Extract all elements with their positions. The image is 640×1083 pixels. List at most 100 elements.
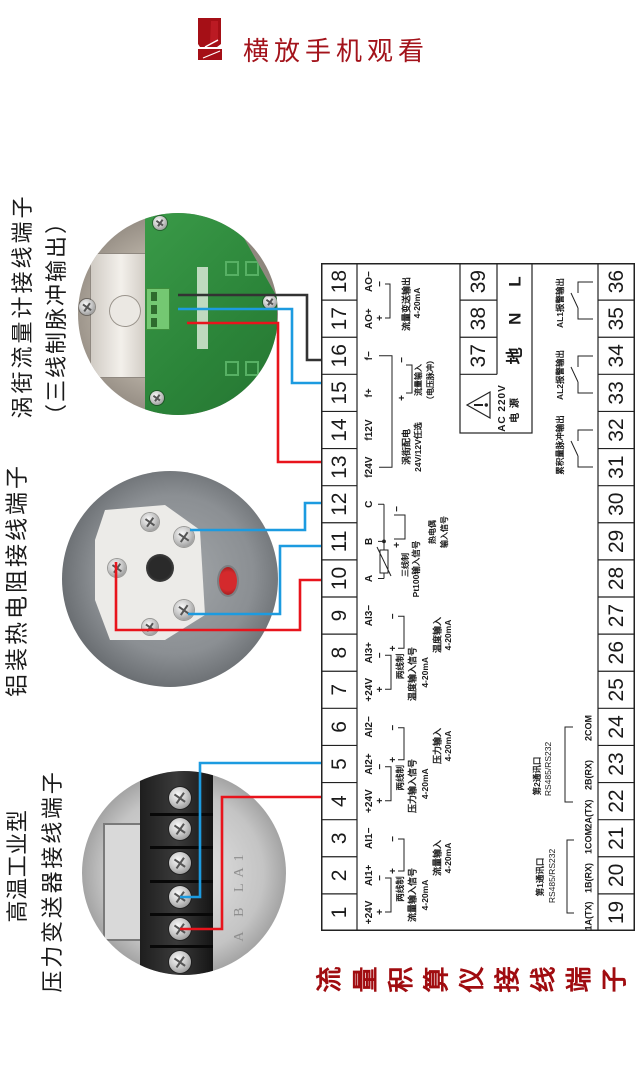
diagram-title: 流量积算仪接线端子 [315,967,637,996]
screw-icon [174,527,194,547]
terminal-15: 15 [327,381,351,405]
terminal-16: 16 [327,344,351,368]
terminal-20: 20 [605,863,628,888]
terminal-32: 32 [605,418,628,442]
terminal-grid-lines [321,263,635,931]
ai3-wiring: 两线制 [394,653,405,680]
power-caption: 电 源 [510,397,521,423]
comm-label-2a: 2A(TX) [583,799,594,829]
warning-triangle-icon [465,390,491,420]
terminal-36: 36 [605,269,628,294]
terminal-11: 11 [327,530,351,553]
pcb-label-strip [197,267,208,349]
terminal-label: f24V [364,456,375,478]
screw-icon [142,619,158,635]
pulse-input-label-1: 流量输入 [414,364,423,396]
ao-label-2: 4-20mA [411,287,422,319]
terminal-label: f12V [364,419,375,441]
power-voltage: AC 220V [497,384,508,432]
screw-icon [169,818,191,840]
embossed-label: A B LA1 [232,848,247,942]
pressure-transmitter-photo: A B LA1 [82,771,286,975]
ai2-input: 压力输入 [432,727,443,765]
terminal-7: 7 [327,683,351,696]
terminal-label: f+ [364,388,375,398]
terminal-24: 24 [605,715,628,739]
ao-bracket [385,283,391,319]
power-label-neutral: N [505,312,525,325]
terminal-4: 4 [327,795,351,807]
terminal-13: 13 [327,455,351,479]
polarity-minus: − [397,357,408,363]
pcb-board [145,213,277,415]
comm2-bracket [564,726,573,803]
terminal-label: B [364,537,375,545]
comm-label-1com: 1COM [583,827,594,855]
ai3-signal: 温度输入信号 [407,646,418,702]
polarity-plus: + [375,686,386,693]
pressure-caption-line2: 压力变送器接线端子 [40,769,65,993]
screw-icon [79,299,95,315]
ai3-input-range: 4-20mA [442,619,453,651]
screw-icon [150,391,164,405]
terminal-22: 22 [605,789,628,813]
comm1-bracket [566,839,574,914]
terminal-29: 29 [605,529,628,554]
terminal-28: 28 [605,566,628,591]
terminal-block-diagram: 1 2 3 4 5 6 7 8 9 10 11 12 13 14 15 16 1… [321,263,635,931]
comm-label-2b: 2B(RX) [583,759,594,791]
terminal-23: 23 [605,752,628,776]
polarity-minus: − [392,506,403,512]
terminal-12: 12 [327,492,351,516]
vortex-flowmeter-photo [78,213,278,415]
polarity-minus: − [375,763,386,770]
ground-symbol-nut [109,295,141,327]
rtd-caption-title: 铝装热电阻接线端子 [3,463,30,697]
terminal-30: 30 [605,492,628,516]
terminal-5: 5 [327,758,351,770]
connector-recess [103,823,143,941]
rtd-wiring: 三线制 [401,553,410,577]
terminal-row-bottom: 19 20 21 22 23 24 25 26 27 28 29 30 31 3… [598,263,635,931]
ai1-input: 流量输入 [432,839,443,877]
relay-label-al2: AL2报警输出 [554,349,565,401]
screw-icon [169,787,191,809]
terminal-connector [146,288,170,330]
red-indicator-window [219,567,237,595]
terminal-1: 1 [327,906,351,919]
terminal-25: 25 [605,678,628,702]
relay-contact-icon [570,355,593,394]
polarity-plus: + [397,395,408,401]
screw-icon [108,559,126,577]
thermocouple-label-1: 热电偶 [428,520,437,544]
screw-icon [141,513,159,531]
pulse-input-label-2: （电压脉冲） [426,356,435,404]
comm-port-2-name: 第2通讯口 [531,756,542,796]
screw-icon [174,600,194,620]
relay-contact-icon [570,429,593,468]
vortex-caption-title: 涡街流量计接线端子 [10,193,35,419]
screw-icon [263,295,277,309]
pressure-caption-line1: 高温工业型 [5,809,30,923]
ai1-signal: 流量输入信号 [407,867,418,923]
polarity-minus: − [388,613,399,620]
polarity-minus: − [388,724,399,731]
screw-icon [153,216,167,230]
comm-label-2com: 2COM [583,714,594,742]
rtd-resistor-symbol [376,503,392,579]
ai1-wiring: 两线制 [394,876,405,902]
ceramic-terminal-block [95,505,205,640]
terminal-26: 26 [605,641,628,665]
screw-icon [169,918,191,940]
exclamation-icon [198,18,222,60]
polarity-plus: + [375,909,386,915]
terminal-8: 8 [327,646,351,659]
polarity-minus: − [375,875,386,881]
comm-port-1-name: 第1通讯口 [534,857,545,897]
terminal-labels-top: +24V AI1+ AI1− +24V AI2+ AI2− +24V AI3+ … [363,263,377,931]
terminal-6: 6 [327,721,351,733]
terminal-19: 19 [605,900,628,925]
polarity-minus: − [375,281,386,287]
relay-contact-icon [570,281,593,320]
terminal-35: 35 [605,307,628,331]
